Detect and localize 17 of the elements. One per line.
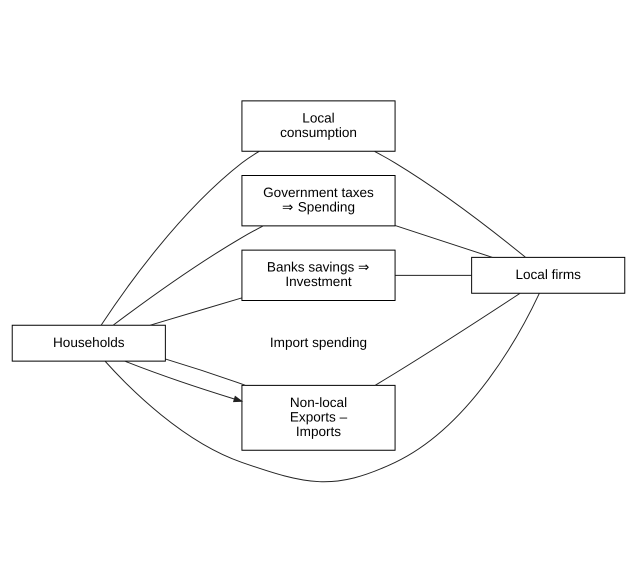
label: Import spending xyxy=(270,334,368,350)
node-box: Government taxes ⇒ Spending xyxy=(241,174,396,226)
node-box: Local consumption xyxy=(241,100,396,152)
connector xyxy=(394,224,493,258)
connector xyxy=(165,358,246,386)
connector xyxy=(394,274,472,276)
connector xyxy=(100,150,260,326)
connector xyxy=(374,150,526,258)
connector xyxy=(150,296,242,326)
node-box: Local firms xyxy=(471,256,626,294)
node-box: Households xyxy=(12,324,166,362)
connector xyxy=(112,225,264,326)
arrow xyxy=(124,360,244,402)
node-box: Banks savings ⇒ Investment xyxy=(241,249,396,301)
connector xyxy=(374,292,520,386)
connector xyxy=(104,292,540,482)
node-box: Non-local Exports – Imports xyxy=(241,384,396,450)
